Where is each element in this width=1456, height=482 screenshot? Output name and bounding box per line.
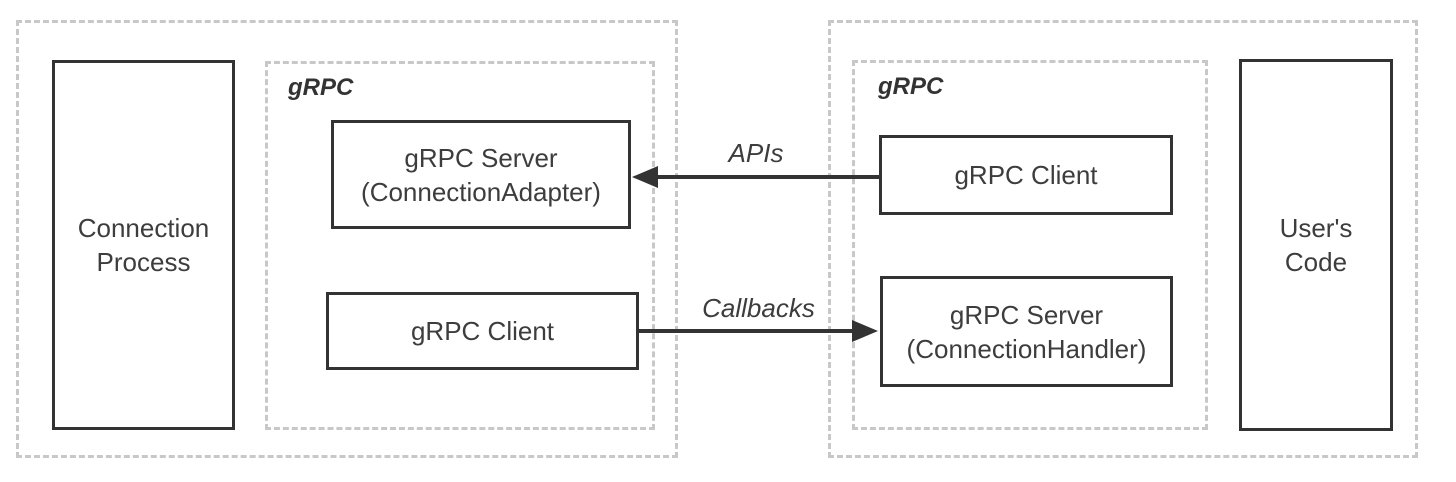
grpc-frame-left (265, 61, 655, 430)
callbacks-arrow-label: Callbacks (702, 293, 815, 323)
callbacks-arrow-line (639, 329, 856, 333)
users-code-group-frame (828, 20, 1418, 458)
connection-process-group-frame (16, 20, 678, 458)
grpc-server-adapter-label: gRPC Server (ConnectionAdapter) (361, 142, 601, 207)
grpc-frame-left-label: gRPC (288, 74, 354, 101)
grpc-client-right-label: gRPC Client (954, 160, 1098, 190)
grpc-server-adapter-box: gRPC Server (ConnectionAdapter) (331, 120, 631, 229)
users-code-label: User's Code (1279, 213, 1353, 277)
grpc-frame-right-label: gRPC (878, 73, 944, 100)
connection-process-box: Connection Process (52, 60, 235, 430)
users-code-box: User's Code (1239, 59, 1393, 431)
grpc-client-right-box: gRPC Client (879, 135, 1173, 215)
apis-arrow-label: APIs (728, 138, 784, 168)
grpc-server-handler-label: gRPC Server (ConnectionHandler) (906, 299, 1147, 364)
grpc-client-left-box: gRPC Client (326, 292, 639, 370)
connection-process-label: Connection Process (77, 213, 210, 277)
grpc-client-left-label: gRPC Client (410, 316, 555, 346)
apis-arrow-line (650, 175, 879, 179)
apis-arrowhead-icon (632, 166, 658, 188)
callbacks-arrowhead-icon (852, 320, 878, 342)
grpc-frame-right (852, 60, 1208, 430)
grpc-server-handler-box: gRPC Server (ConnectionHandler) (880, 276, 1173, 387)
